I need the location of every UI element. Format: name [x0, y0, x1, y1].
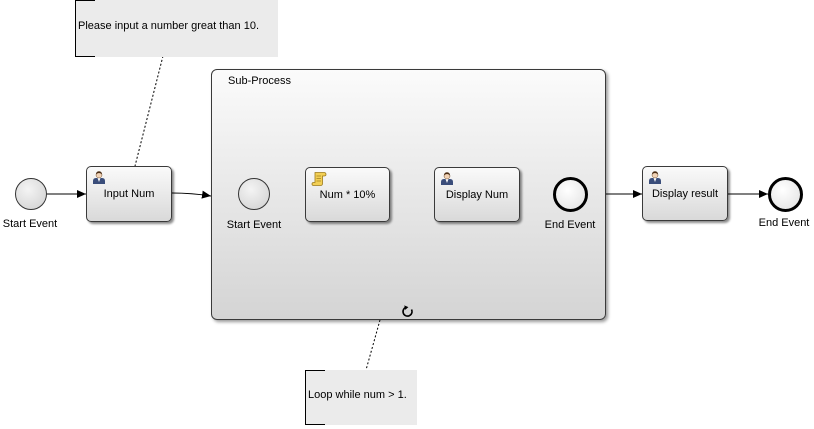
user-task-icon	[440, 171, 454, 190]
end-event-sub-label: End Event	[544, 219, 596, 231]
sequence-flow-input-to-subprocess[interactable]	[171, 190, 212, 199]
text-annotation-input[interactable]: Please input a number great than 10.	[75, 0, 278, 57]
text-annotation-loop[interactable]: Loop while num > 1.	[305, 370, 417, 425]
annotation-bracket	[305, 370, 325, 425]
end-event-main[interactable]	[768, 177, 803, 212]
sub-process[interactable]: Sub-Process	[211, 69, 606, 320]
task-label: Display result	[651, 187, 719, 200]
annotation-text: Loop while num > 1.	[308, 389, 407, 401]
task-label: Display Num	[445, 188, 509, 201]
script-task-icon	[311, 171, 327, 192]
task-label: Input Num	[103, 188, 155, 200]
user-task-icon	[92, 170, 106, 189]
user-task-input-num[interactable]: Input Num	[86, 166, 172, 222]
task-label: Num * 10%	[319, 188, 376, 201]
annotation-text: Please input a number great than 10.	[78, 20, 260, 32]
sub-process-label: Sub-Process	[228, 75, 291, 87]
start-event-main-label: Start Event	[2, 218, 58, 230]
user-task-icon	[648, 170, 662, 189]
association-loop-note[interactable]	[365, 319, 381, 371]
start-event-sub-label: Start Event	[226, 219, 282, 231]
user-task-display-num[interactable]: Display Num	[434, 167, 520, 222]
annotation-bracket	[75, 0, 95, 57]
end-event-main-label: End Event	[758, 217, 810, 229]
start-event-sub[interactable]	[238, 178, 270, 210]
end-event-sub[interactable]	[553, 177, 588, 212]
script-task-num-percent[interactable]: Num * 10%	[305, 167, 390, 222]
loop-marker-icon	[400, 305, 416, 324]
start-event-main[interactable]	[15, 178, 47, 210]
association-input-note[interactable]	[134, 55, 164, 167]
user-task-display-result[interactable]: Display result	[642, 166, 728, 221]
